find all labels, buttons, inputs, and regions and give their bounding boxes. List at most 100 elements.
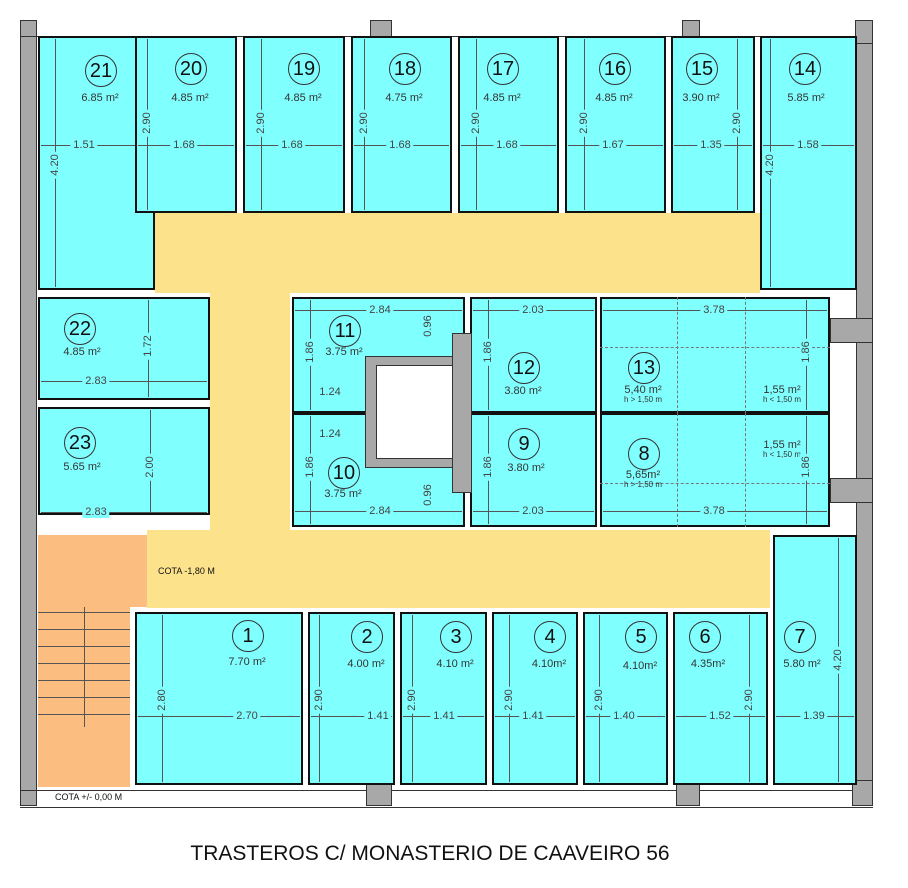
room-area: 4.10m² — [531, 658, 567, 670]
width-dimension: 1.68 — [170, 139, 198, 151]
room-number: 17 — [487, 53, 519, 85]
room-number: 14 — [789, 53, 821, 85]
depth-dimension: 4.20 — [49, 151, 61, 179]
area-value: 4.75 m² — [385, 92, 423, 104]
wall-bottom — [20, 790, 873, 808]
room-area: 7.70 m² — [228, 656, 266, 668]
room-number: 6 — [689, 621, 721, 653]
stairs-centerline — [84, 607, 85, 727]
width-dimension: 3.78 — [700, 304, 728, 316]
cota-basement-label: COTA -1,80 M — [158, 566, 215, 576]
area-value: 4.85 m² — [595, 92, 633, 104]
room-number: 15 — [686, 53, 718, 85]
room-number: 3 — [440, 621, 472, 653]
width-dimension: 2.03 — [519, 505, 547, 517]
width-dimension: 1.52 — [706, 710, 734, 722]
width-dimension: 2.84 — [366, 304, 394, 316]
depth-dimension: 2.90 — [743, 686, 755, 714]
wall-right — [856, 20, 873, 806]
area-value: 3.80 m² — [507, 462, 545, 474]
room-number: 23 — [64, 427, 96, 459]
room-area: 4.10m² — [622, 660, 658, 672]
room-area: 4.85 m² — [63, 347, 100, 358]
width-dimension: 3.78 — [700, 505, 728, 517]
area-value: 4.85 m² — [171, 92, 209, 104]
room-area: 4.00 m² — [347, 658, 385, 670]
depth-dimension: 2.90 — [141, 109, 153, 137]
corridor-bottom — [147, 530, 770, 608]
low-height-line — [745, 297, 746, 413]
area-value: 3.75 m² — [325, 346, 363, 358]
corridor-left — [210, 290, 290, 540]
room-number: 7 — [784, 621, 816, 653]
width-dimension: 2.70 — [233, 710, 261, 722]
area-value: 4.10m² — [622, 660, 658, 672]
room-area: 6.85 m² — [81, 92, 119, 104]
low-height-line — [677, 297, 678, 413]
shaft-void — [376, 365, 462, 459]
area-value: 4.00 m² — [347, 658, 385, 670]
room-area: 5.85 m² — [787, 92, 825, 104]
depth-dimension: 2.90 — [470, 109, 482, 137]
width-dimension: 2.03 — [519, 304, 547, 316]
wall-top — [20, 20, 873, 37]
depth-dimension: 2.90 — [578, 109, 590, 137]
depth-dimension: 2.90 — [731, 109, 743, 137]
depth-dimension: 1.86 — [482, 338, 494, 366]
extra-width-dimension: 1.24 — [316, 386, 344, 398]
area-value: 6.85 m² — [81, 92, 119, 104]
width-dimension: 1.41 — [430, 710, 458, 722]
low-height-line — [677, 413, 678, 527]
depth-dimension: 1.86 — [482, 453, 494, 481]
storage-room-23[interactable] — [38, 407, 210, 515]
depth-dimension: 2.90 — [255, 109, 267, 137]
extra-depth-dimension: 0.96 — [422, 312, 434, 340]
depth-dimension: 2.80 — [156, 686, 168, 714]
depth-dimension: 2.90 — [503, 686, 515, 714]
room-number: 19 — [288, 53, 320, 85]
room-number: 20 — [175, 53, 207, 85]
storage-room-8[interactable] — [600, 413, 830, 527]
room-number: 16 — [599, 53, 631, 85]
room-area: 4.85 m² — [483, 93, 520, 104]
room-number: 1 — [232, 620, 264, 652]
room-number: 8 — [628, 438, 660, 470]
room-number: 9 — [508, 428, 540, 460]
room-number: 12 — [508, 352, 540, 384]
column — [830, 478, 873, 503]
column — [852, 780, 873, 806]
width-dimension: 1.58 — [794, 139, 822, 151]
area-value: 4.10m² — [531, 658, 567, 670]
room-area: 4.75 m² — [385, 92, 423, 104]
width-dimension: 1.51 — [70, 139, 98, 151]
area-value: 5.80 m² — [783, 658, 821, 670]
column — [452, 333, 472, 493]
storage-room-22[interactable] — [38, 297, 210, 400]
cota-ground-label: COTA +/- 0,00 M — [55, 792, 123, 802]
room-area: 5.80 m² — [783, 658, 821, 670]
area-value: 5.85 m² — [787, 92, 825, 104]
room-area: 3.80 m² — [507, 462, 545, 474]
low-area-value: 1,55 m² — [763, 384, 801, 396]
room-area: 3.90 m² — [682, 93, 719, 104]
room-area: 3.80 m² — [504, 386, 541, 397]
area-value: 7.70 m² — [228, 656, 266, 668]
height-note: h > 1,50 m — [623, 395, 663, 404]
room-number: 21 — [85, 55, 117, 87]
low-height-note: h < 1,50 m — [762, 450, 802, 459]
width-dimension: 1.40 — [610, 710, 638, 722]
depth-dimension: 2.90 — [593, 686, 605, 714]
depth-dimension: 2.90 — [313, 686, 325, 714]
depth-dimension: 1.86 — [800, 338, 812, 366]
area-value: 3.75 m² — [324, 488, 362, 500]
room-number: 11 — [329, 315, 361, 347]
split-line — [600, 347, 830, 348]
width-dimension: 1.68 — [386, 139, 414, 151]
room-number: 22 — [64, 313, 96, 345]
width-dimension: 1.68 — [278, 139, 306, 151]
depth-dimension: 1.86 — [304, 453, 316, 481]
depth-dimension: 1.86 — [304, 338, 316, 366]
